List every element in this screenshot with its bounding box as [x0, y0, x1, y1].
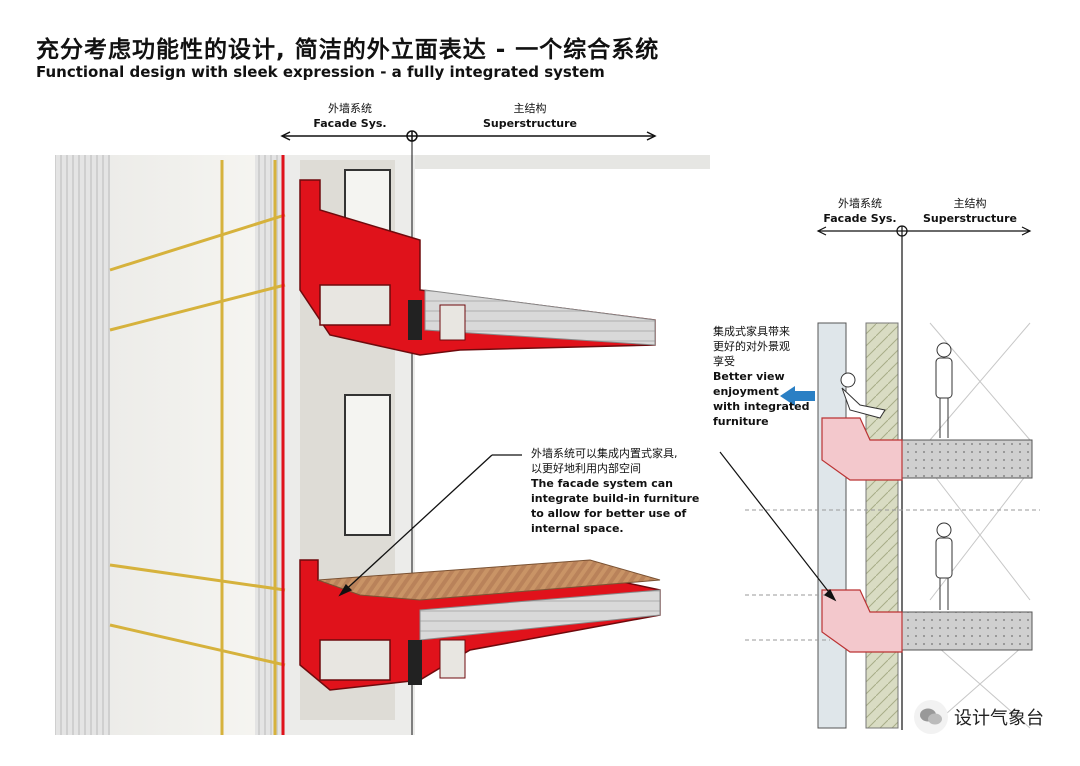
main-facade-label-cn: 外墙系统 — [328, 102, 372, 115]
section-note-en-4: furniture — [713, 415, 769, 428]
main-callout-en-3: to allow for better use of — [531, 507, 687, 520]
upper-slab — [299, 179, 656, 356]
section-note-cn-2: 更好的对外景观 — [713, 340, 790, 353]
main-structure-label-cn: 主结构 — [513, 102, 547, 115]
main-callout-cn-2: 以更好地利用内部空间 — [531, 462, 641, 475]
section-facade-label-cn: 外墙系统 — [838, 197, 882, 210]
section-structure-label-en: Superstructure — [922, 212, 1018, 225]
section-note-en-2: enjoyment — [713, 385, 779, 398]
watermark-text: 设计气象台 — [954, 708, 1044, 729]
main-structure-label-en: Superstructure — [482, 117, 578, 130]
main-facade-label-en: Facade Sys. — [313, 117, 387, 130]
main-callout-cn-1: 外墙系统可以集成内置式家具, — [531, 447, 678, 460]
lower-slab — [299, 559, 661, 691]
section-structure-label-cn: 主结构 — [953, 197, 987, 210]
page-subtitle: Functional design with sleek expression … — [36, 63, 605, 81]
view-arrow-icon — [780, 386, 815, 406]
section-note-en-3: with integrated — [713, 400, 810, 413]
page-title: 充分考虑功能性的设计, 简洁的外立面表达 - 一个综合系统 — [36, 37, 660, 63]
main-callout: 外墙系统可以集成内置式家具, 以更好地利用内部空间 The facade sys… — [531, 446, 711, 536]
main-callout-en-2: integrate build-in furniture — [531, 492, 700, 505]
section-note: 集成式家具带来 更好的对外景观 享受 Better view enjoyment… — [713, 324, 823, 429]
section-note-en-1: Better view — [713, 370, 785, 383]
main-dimension-arrows — [280, 130, 657, 142]
main-callout-en-4: internal space. — [531, 522, 624, 535]
wechat-icon — [914, 700, 948, 734]
watermark: 设计气象台 — [914, 700, 1044, 734]
section-note-cn-3: 享受 — [713, 355, 735, 368]
section-facade-label-en: Facade Sys. — [823, 212, 897, 225]
section-note-cn-1: 集成式家具带来 — [713, 325, 790, 338]
main-callout-en-1: The facade system can — [531, 477, 673, 490]
